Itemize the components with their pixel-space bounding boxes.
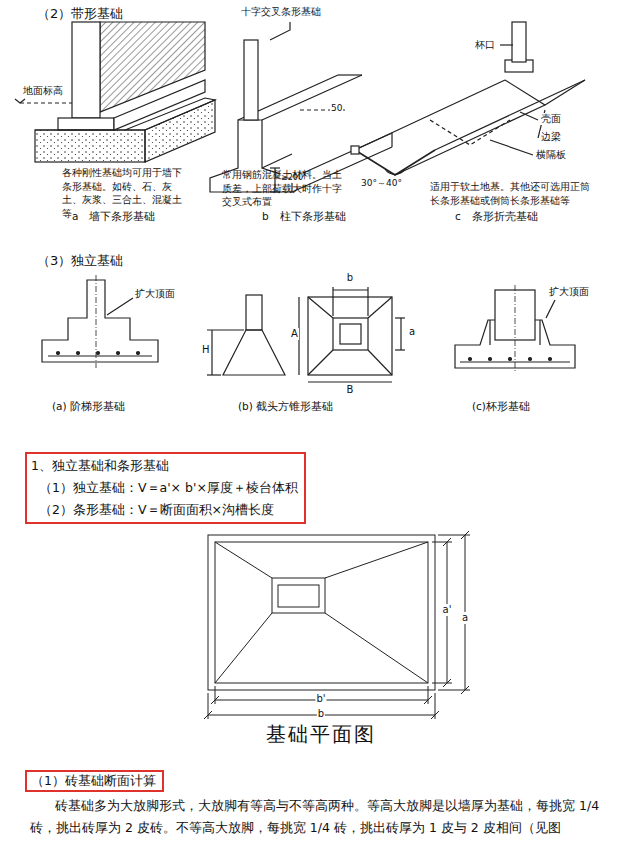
formula-box: 1、独立基础和条形基础（1）独立基础：V＝a'× b'×厚度＋棱台体积（2）条形…: [25, 452, 306, 524]
angle-label: 30°～40°: [360, 178, 403, 189]
section-heading: （2）带形基础: [37, 6, 123, 22]
figure-caption: b 柱下条形基础: [262, 210, 346, 223]
figure-cup: [455, 285, 575, 372]
part-label: 地面标高: [22, 85, 64, 97]
plan-drawing: [204, 531, 470, 719]
box-text: （1）独立基础：V＝a'× b'×厚度＋棱台体积: [31, 477, 298, 499]
box-heading: 1、独立基础和条形基础: [31, 455, 298, 477]
caption-note: 适用于软土地基。其他还可选用正筒长条形基础或倒筒长条形基础等: [430, 180, 598, 207]
figure-title: 基础平面图: [266, 722, 376, 746]
dimension-label: b: [346, 272, 354, 284]
dimension-label: b': [315, 693, 326, 705]
dimension-label: 50: [330, 103, 343, 114]
dimension-label: a: [461, 612, 469, 624]
dimension-label: a': [442, 604, 453, 616]
part-label: 边梁: [540, 131, 562, 143]
figure-caption: (a) 阶梯形基础: [52, 400, 125, 413]
box-heading: （1）砖基础断面计算: [31, 773, 156, 789]
dimension-label: H: [201, 344, 211, 356]
figure-strip-column: [210, 22, 392, 192]
part-label: 扩大顶面: [548, 286, 590, 298]
figure-caption: a 墙下条形基础: [72, 210, 155, 223]
caption-note: 常用钢筋混凝土材料。当土质差，上部荷载大时作十字交叉式布置: [222, 168, 350, 209]
figure-folded-shell: [351, 22, 585, 175]
figure-strip-wall: [15, 22, 215, 162]
dimension-label: b: [317, 708, 325, 720]
part-label: 十字交叉条形基础: [240, 6, 322, 18]
subheading-box: （1）砖基础断面计算: [25, 770, 164, 792]
body-paragraph: 砖基础多为大放脚形式，大放脚有等高与不等高两种。等高大放脚是以墙厚为基础，每挑宽…: [30, 795, 620, 839]
figure-caption: (b) 截头方锥形基础: [238, 400, 333, 413]
dimension-label: B: [346, 384, 355, 396]
figure-pyramid: [207, 287, 405, 382]
part-label: 壳面: [540, 113, 562, 125]
part-label: 扩大顶面: [134, 288, 176, 300]
part-label: 杯口: [474, 39, 496, 51]
dimension-label: A: [290, 328, 299, 340]
part-label: 横隔板: [535, 149, 567, 161]
figure-caption: (c)杯形基础: [472, 400, 530, 413]
dimension-label: a: [408, 326, 416, 338]
section-heading: （3）独立基础: [37, 253, 123, 269]
figure-caption: c 条形折壳基础: [455, 210, 538, 223]
box-text: （2）条形基础：V＝断面面积×沟槽长度: [31, 499, 298, 521]
